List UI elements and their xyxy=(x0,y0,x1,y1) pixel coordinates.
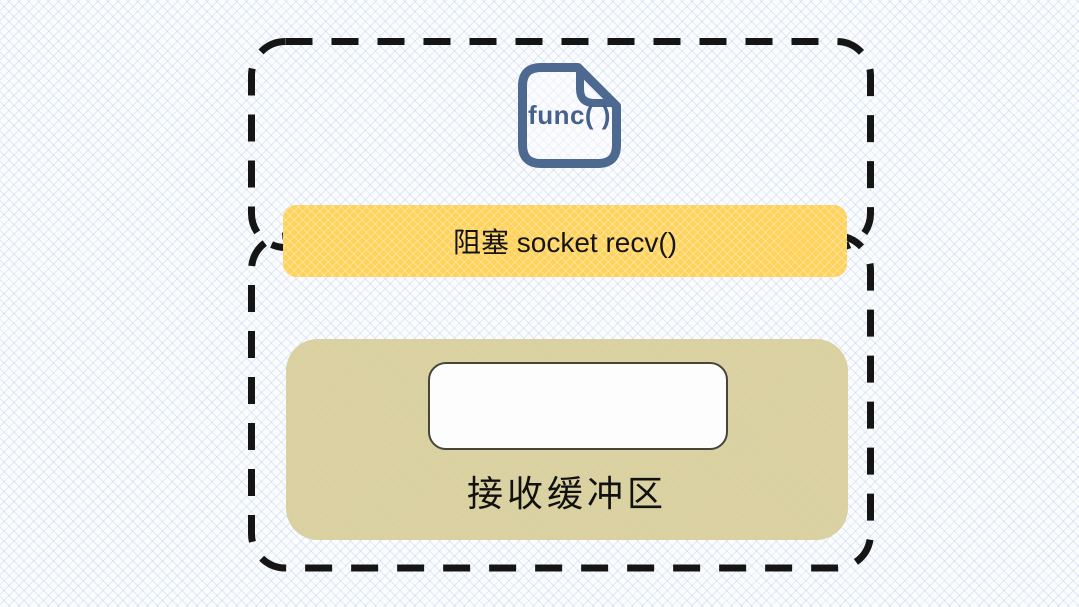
buffer-empty-slot xyxy=(428,362,728,450)
function-file-icon: func( ) xyxy=(516,61,623,170)
document-outline xyxy=(518,63,621,168)
document-fold-icon xyxy=(518,63,621,168)
function-file-icon-label: func( ) xyxy=(528,100,611,130)
document-fold-line xyxy=(576,70,613,107)
receive-buffer-box: 接收缓冲区 xyxy=(286,339,848,540)
receive-buffer-label: 接收缓冲区 xyxy=(466,473,667,514)
blocking-socket-recv-bar: 阻塞 socket recv() xyxy=(283,205,847,277)
blocking-bar-label: 阻塞 socket recv() xyxy=(452,227,678,258)
dashed-border-bottom-section xyxy=(248,232,874,572)
